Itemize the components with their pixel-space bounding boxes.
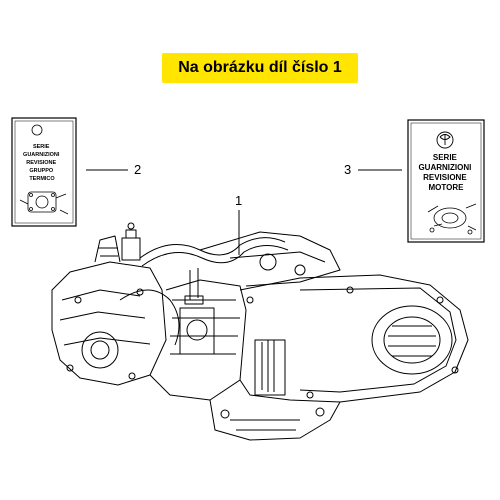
leader-lines xyxy=(86,169,402,255)
gasket-illustration-icon xyxy=(427,203,477,235)
gasket-set-thermal-group-card: SERIE GUARNIZIONI REVISIONE GRUPPO TERMI… xyxy=(11,117,77,227)
gasket-illustration-icon xyxy=(19,191,69,215)
callout-3: 3 xyxy=(344,162,352,177)
svg-text:SERIE GUARNIZIONI: SERIE GUARNIZIONI REVISIONE GRUPPO TERMI… xyxy=(23,144,61,182)
callout-2: 2 xyxy=(134,162,142,177)
part-number-banner: Na obrázku díl číslo 1 xyxy=(162,53,358,83)
svg-text:SERIE GUARNIZIONI: SERIE GUARNIZIONI REVISIONE MOTORE xyxy=(418,153,473,192)
banner-title: Na obrázku díl číslo 1 xyxy=(178,59,342,76)
piaggio-logo-icon xyxy=(31,124,43,136)
callout-1: 1 xyxy=(235,193,243,208)
gasket-set-engine-card: SERIE GUARNIZIONI REVISIONE MOTORE xyxy=(407,119,485,243)
piaggio-logo-icon xyxy=(436,131,454,149)
engine-assembly-drawing xyxy=(51,222,469,441)
